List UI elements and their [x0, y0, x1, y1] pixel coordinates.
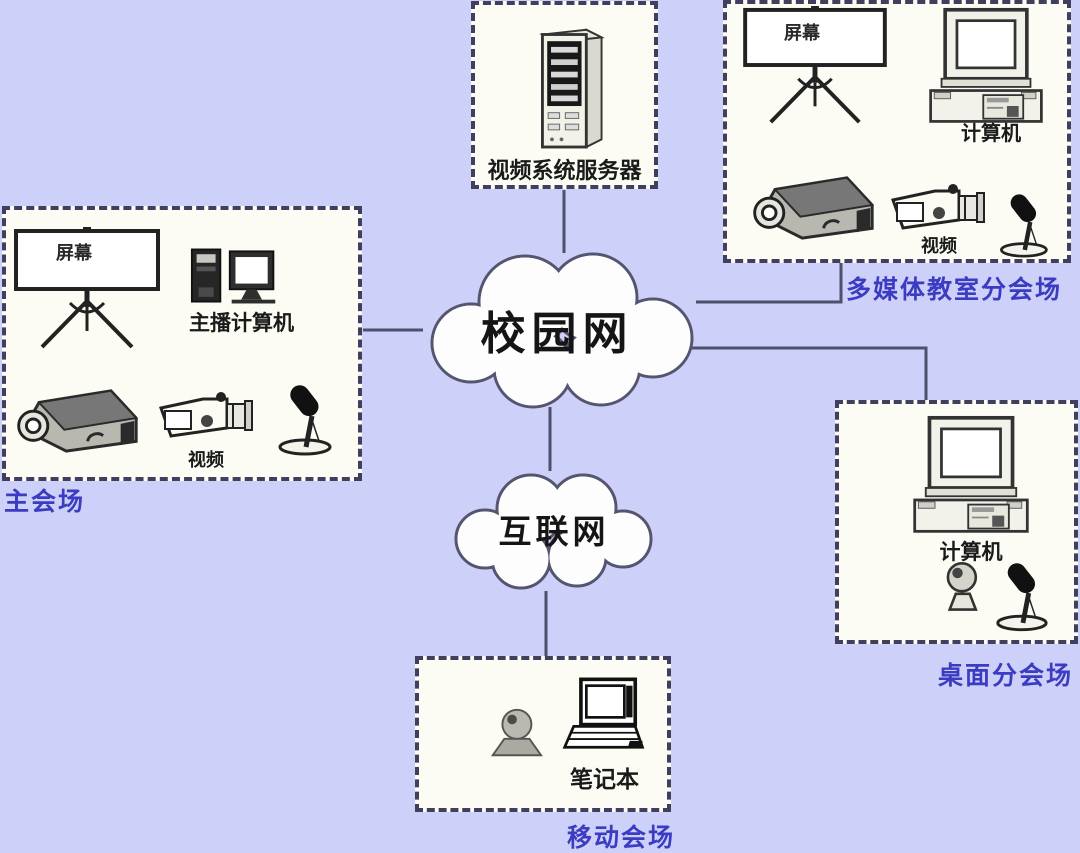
camcorder-icon [154, 388, 256, 440]
laptop-label: 笔记本 [570, 767, 639, 793]
person-webcam-icon [485, 704, 543, 762]
server-box: 视频系统服务器 [471, 1, 658, 189]
projector-icon [11, 385, 139, 453]
video-label: 视频 [921, 236, 957, 257]
projector-icon [747, 172, 875, 240]
screen-label: 屏幕 [784, 23, 820, 44]
campus-network-cloud: 校园网 [413, 246, 701, 412]
microphone-icon [992, 554, 1050, 632]
host-computer-icon [190, 247, 280, 305]
microphone-icon [993, 186, 1053, 258]
desktop-venue-caption: 桌面分会场 [938, 661, 1074, 690]
host-computer-label: 主播计算机 [189, 311, 294, 335]
projection-screen-icon: 屏幕 [741, 6, 889, 126]
mobile-venue-caption: 移动会场 [567, 823, 676, 852]
wire-campus-desktop [688, 346, 928, 400]
classroom-venue-caption: 多媒体教室分会场 [846, 275, 1063, 304]
computer-label: 计算机 [939, 540, 1003, 564]
video-label: 视频 [188, 450, 224, 471]
desktop-venue-box: 计算机 [835, 400, 1078, 644]
main-venue-box: 屏幕 主播计算机 [2, 206, 362, 481]
classroom-venue-box: 屏幕 计算机 [723, 0, 1071, 263]
cloud-shape [430, 252, 694, 409]
wire-campus-classroom [696, 262, 843, 304]
webcam-icon [939, 559, 983, 613]
desktop-computer-icon [911, 414, 1031, 537]
main-venue-caption: 主会场 [4, 487, 86, 516]
laptop-icon [561, 674, 647, 758]
computer-label: 计算机 [961, 121, 1021, 145]
campus-network-label: 校园网 [480, 306, 634, 360]
server-label: 视频系统服务器 [487, 159, 642, 184]
desktop-computer-icon [927, 6, 1045, 127]
screen-label: 屏幕 [56, 243, 92, 264]
mobile-venue-box: 笔记本 [415, 656, 671, 812]
internet-label: 互联网 [498, 512, 610, 551]
microphone-icon [274, 376, 334, 456]
internet-cloud: 互联网 [445, 463, 663, 595]
projection-screen-icon: 屏幕 [12, 226, 162, 350]
cloud-shape [454, 473, 653, 590]
server-tower-icon [531, 23, 613, 149]
camcorder-icon [887, 180, 987, 232]
